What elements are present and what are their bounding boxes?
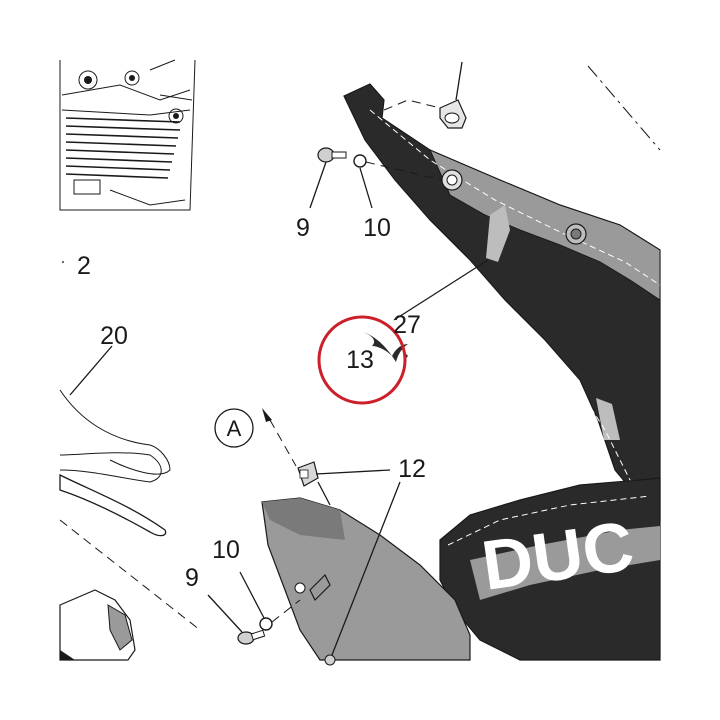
part-20-curved-trim — [59, 389, 201, 631]
callout-20: 20 — [100, 322, 128, 350]
callout-27: 27 — [393, 311, 421, 339]
callout-2: 2 — [77, 252, 91, 280]
bottom-left-bracket — [59, 589, 136, 661]
lower-fairing-with-logo: DUC — [439, 477, 661, 661]
lower-side-panel — [261, 497, 471, 661]
reference-marker-a: A — [214, 408, 254, 448]
bottom-screw-assembly — [207, 571, 336, 666]
top-screw-assembly — [309, 147, 443, 209]
leader-20 — [69, 345, 113, 396]
callout-13: 13 — [346, 346, 374, 374]
fairing-panel-27 — [343, 83, 661, 531]
reference-letter: A — [227, 416, 242, 441]
guide-line-top-right — [587, 65, 661, 151]
top-cap-fastener — [383, 61, 467, 129]
leader-27 — [393, 259, 489, 321]
callout-10-bottom: 10 — [212, 536, 240, 564]
clip-12-assembly — [262, 408, 401, 661]
callout-10-top: 10 — [363, 214, 391, 242]
callout-12: 12 — [398, 455, 426, 483]
callout-9-top: 9 — [296, 214, 310, 242]
engine-inset-drawing — [59, 59, 196, 211]
callout-9-bottom: 9 — [185, 564, 199, 592]
highlight-ring — [317, 315, 407, 405]
